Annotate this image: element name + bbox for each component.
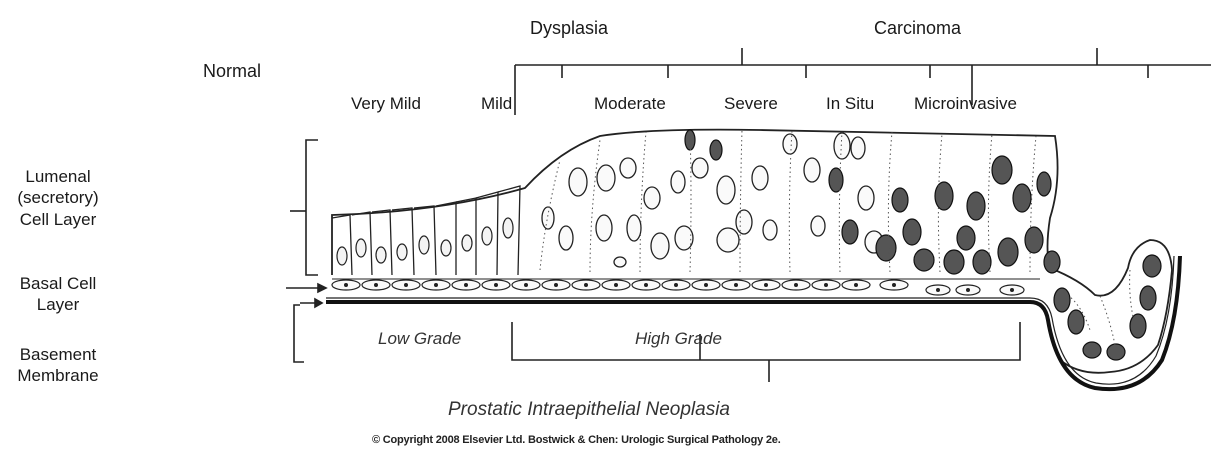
header-carcinoma: Carcinoma [874,19,961,37]
basement-line-2: Membrane [8,365,108,386]
stage-very-mild: Very Mild [351,95,421,112]
stage-microinvasive: Microinvasive [914,95,1017,112]
lumenal-nuclei [337,218,513,265]
stage-mild: Mild [481,95,512,112]
lumenal-line-2: (secretory) [8,187,108,208]
carcinoma-nuclei [685,130,1161,360]
copyright-notice: © Copyright 2008 Elsevier Ltd. Bostwick … [372,435,781,446]
header-dysplasia: Dysplasia [530,19,608,37]
high-grade-label: High Grade [635,330,722,347]
header-normal: Normal [203,62,261,80]
lumenal-line-3: Cell Layer [8,209,108,230]
stage-in-situ: In Situ [826,95,874,112]
stage-moderate: Moderate [594,95,666,112]
lumenal-layer-label: Lumenal (secretory) Cell Layer [8,166,108,230]
stage-severe: Severe [724,95,778,112]
layer-arrows [286,284,326,307]
layer-brackets [290,140,318,362]
basement-membrane-label: Basement Membrane [8,344,108,387]
low-grade-label: Low Grade [378,330,461,347]
pin-label: Prostatic Intraepithelial Neoplasia [448,400,730,419]
grade-bracket [512,322,1020,382]
basal-cells [332,280,1024,295]
basement-line-1: Basement [8,344,108,365]
basement-membrane-line [326,256,1180,389]
lumenal-line-1: Lumenal [8,166,108,187]
lumenal-cells [332,186,520,275]
basal-line-2: Layer [8,294,108,315]
basal-layer-label: Basal Cell Layer [8,273,108,316]
basal-line-1: Basal Cell [8,273,108,294]
